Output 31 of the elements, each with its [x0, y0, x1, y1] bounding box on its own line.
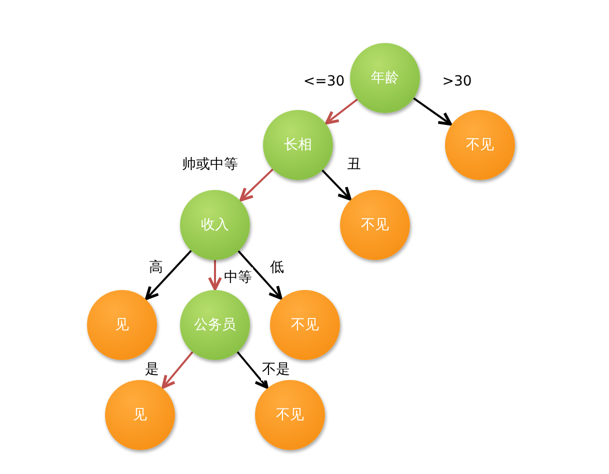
leaf-node [445, 110, 515, 180]
arrow [208, 260, 222, 290]
edge-label: 不是 [261, 360, 291, 380]
node-label: 不见 [275, 406, 305, 424]
leaf-node [270, 290, 340, 360]
edge-label: 高 [148, 258, 164, 278]
arrow [413, 97, 452, 126]
decision-node [180, 290, 250, 360]
node-label: 见 [132, 406, 148, 424]
arrow [240, 168, 274, 202]
decision-node [263, 110, 333, 180]
node-label: 不见 [465, 136, 495, 154]
arrow [145, 250, 192, 300]
leaf-node [340, 190, 410, 260]
arrow [322, 170, 352, 200]
leaf-node [87, 290, 157, 360]
arrow [162, 351, 194, 389]
decision-node [350, 43, 420, 113]
node-label: 公务员 [193, 316, 237, 334]
node-label: 不见 [290, 316, 320, 334]
arrow [238, 250, 282, 300]
node-label: 年龄 [370, 69, 400, 87]
leaf-node [255, 380, 325, 450]
node-label: 收入 [200, 216, 230, 234]
node-label: 不见 [360, 216, 390, 234]
leaf-node [105, 380, 175, 450]
node-label: 见 [114, 316, 130, 334]
arrow [325, 98, 358, 124]
node-label: 长相 [283, 136, 313, 154]
arrow [236, 351, 268, 389]
decision-node [180, 190, 250, 260]
